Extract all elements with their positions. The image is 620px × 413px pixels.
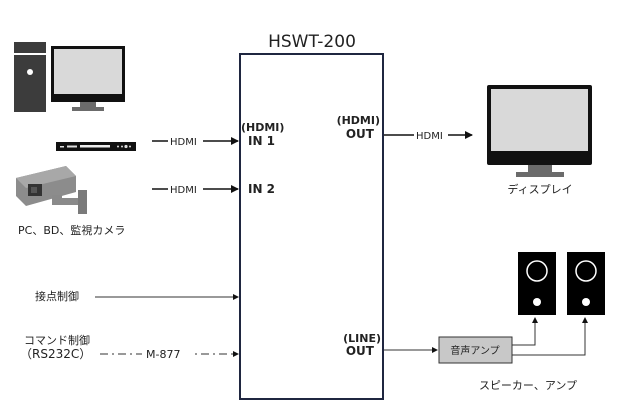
hdmi-out-prefix: (HDMI): [337, 114, 380, 127]
display-label: ディスプレイ: [507, 182, 572, 196]
hdmi-label-out: HDMI: [416, 131, 443, 142]
device-name: HSWT-200: [268, 32, 356, 52]
audio-amp-label: 音声アンプ: [450, 344, 499, 357]
in1-label: IN 1: [248, 134, 275, 148]
input-connection-2: HDMI: [152, 185, 239, 196]
contact-control-label: 接点制御: [35, 289, 79, 303]
in2-label: IN 2: [248, 182, 275, 196]
command-control-protocol: （RS232C）: [20, 347, 91, 361]
speaker-icon: [518, 252, 556, 315]
hdmi-label-in2: HDMI: [170, 185, 197, 196]
security-camera-icon: [16, 166, 87, 214]
output-connection-display: HDMI: [384, 131, 473, 142]
device-box: [239, 53, 384, 400]
command-control-label: コマンド制御: [24, 333, 90, 347]
input-connection-1: HDMI: [152, 137, 239, 148]
in1-prefix: (HDMI): [241, 121, 284, 134]
amp-to-speaker-left: [512, 317, 538, 346]
command-control-line: M-877: [100, 348, 239, 361]
line-out-label: OUT: [346, 344, 375, 358]
audio-amp-box: [438, 336, 513, 364]
line-out-prefix: (LINE): [343, 332, 381, 345]
sources-label: PC、BD、監視カメラ: [18, 223, 125, 237]
monitor-icon: [487, 85, 592, 177]
hdmi-label-in1: HDMI: [170, 137, 197, 148]
speaker-icon: [567, 252, 605, 315]
bd-player-icon: [56, 142, 136, 151]
speakers-label: スピーカー、アンプ: [479, 379, 577, 392]
hdmi-out-label: OUT: [346, 127, 375, 141]
pc-tower-monitor-icon: [14, 42, 125, 112]
amp-to-speaker-right: [512, 317, 588, 356]
cable-label: M-877: [146, 348, 180, 361]
